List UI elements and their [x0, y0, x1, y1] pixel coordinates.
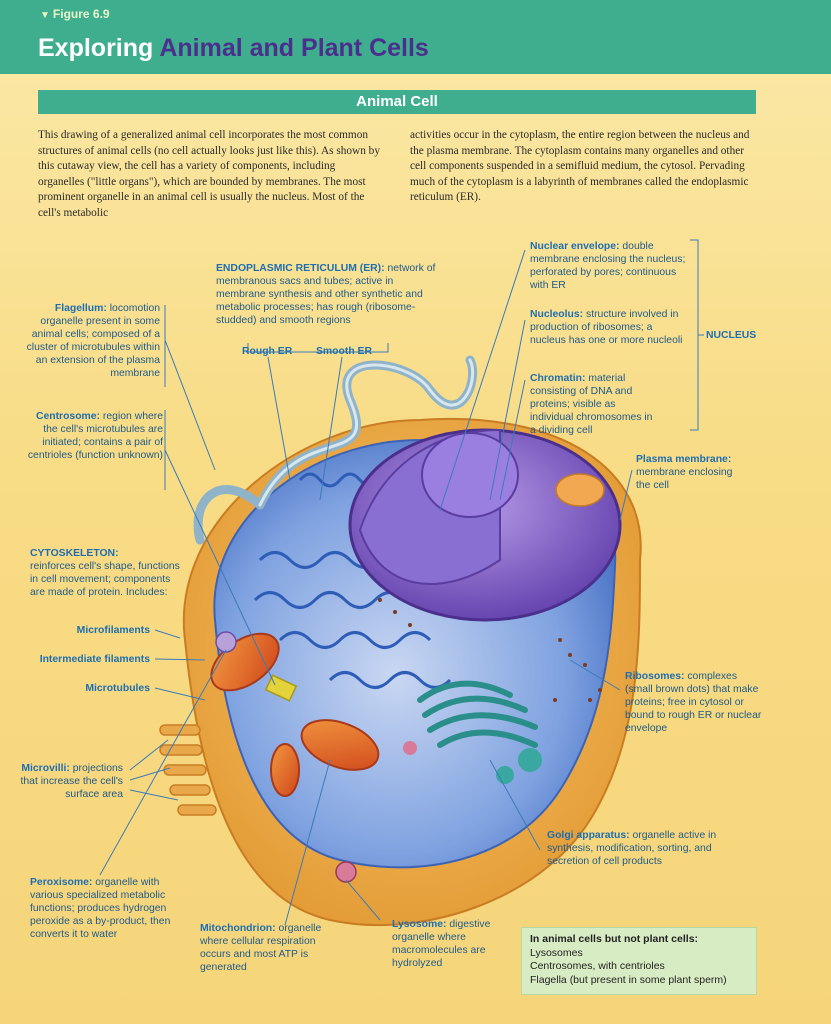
label-mitochondrion: Mitochondrion: organelle where cellular … [200, 922, 335, 974]
legend-title: In animal cells but not plant cells: [530, 933, 699, 945]
golgi-apparatus [417, 680, 538, 748]
lysosome-term: Lysosome: [392, 919, 447, 930]
microvilli-term: Microvilli: [21, 763, 70, 774]
figure-number: Figure 6.9 [52, 7, 110, 21]
mitochondrion [270, 743, 300, 797]
label-plasma-membrane: Plasma membrane: membrane enclosing the … [636, 453, 746, 492]
vesicle [555, 473, 605, 507]
lysosome-desc: digestive organelle where macromolecules… [392, 919, 491, 969]
nucleolus [421, 432, 519, 518]
centrosome-term: Centrosome: [35, 411, 101, 422]
plasma-membrane-term: Plasma membrane: [636, 454, 732, 465]
ribosomes-term: Ribosomes: [625, 671, 685, 682]
peroxisome-desc: organelle with various specialized metab… [30, 877, 171, 940]
title-accent: Animal and Plant Cells [159, 34, 429, 62]
nuclear-envelope-desc: double membrane enclosing the nucleus; p… [530, 241, 686, 291]
golgi-term: Golgi apparatus: [547, 830, 630, 841]
nucleolus-desc: structure involved in production of ribo… [530, 309, 683, 346]
mitochondrion-term: Mitochondrion: [200, 923, 276, 934]
legend-item: Centrosomes, with centrioles [530, 960, 665, 972]
lysosome [403, 741, 417, 755]
mitochondrion [300, 719, 380, 771]
label-nuclear-envelope: Nuclear envelope: double membrane enclos… [530, 240, 690, 292]
cytoskeleton-term: CYTOSKELETON: [30, 548, 119, 559]
label-lysosome: Lysosome: digestive organelle where macr… [392, 918, 507, 970]
microvilli-desc: projections that increase the cell's sur… [20, 763, 123, 800]
flagellum-desc: locomotion organelle present in some ani… [26, 303, 160, 379]
label-microtubules: Microtubules [85, 683, 150, 694]
label-centrosome: Centrosome: region where the cell's micr… [20, 410, 163, 462]
label-endoplasmic-reticulum: ENDOPLASMIC RETICULUM (ER): network of m… [216, 262, 436, 327]
plasma-membrane-desc: membrane enclosing the cell [636, 467, 733, 491]
centrosome-desc: region where the cell's microtubules are… [27, 411, 163, 461]
er-term: ENDOPLASMIC RETICULUM (ER): [216, 263, 385, 274]
legend-box: In animal cells but not plant cells: Lys… [521, 927, 757, 995]
label-intermediate-filaments: Intermediate filaments [39, 654, 150, 665]
chromatin-term: Chromatin: [530, 373, 586, 384]
label-nucleus: NUCLEUS [706, 330, 757, 341]
triangle-icon: ▼ [40, 10, 50, 21]
label-smooth-er: Smooth ER [316, 346, 372, 357]
label-golgi-apparatus: Golgi apparatus: organelle active in syn… [547, 829, 732, 868]
mitochondrion-desc: organelle where cellular respiration occ… [200, 923, 322, 973]
page-title: Exploring Animal and Plant Cells [38, 34, 429, 63]
intro-text-right: activities occur in the cytoplasm, the e… [410, 129, 750, 204]
label-cytoskeleton: CYTOSKELETON: reinforces cell's shape, fu… [30, 547, 185, 599]
peroxisome [215, 631, 237, 653]
flagellum-term: Flagellum: [54, 303, 107, 314]
lysosome [335, 861, 357, 883]
nucleolus-term: Nucleolus: [530, 309, 584, 320]
golgi-desc: organelle active in synthesis, modificat… [547, 830, 717, 867]
ribosomes-desc: complexes (small brown dots) that make p… [625, 671, 762, 734]
ribosomes [378, 598, 602, 702]
section-title: Animal Cell [38, 90, 756, 114]
leader-lines [99, 239, 704, 926]
intro-text-left: This drawing of a generalized animal cel… [38, 129, 380, 219]
figure-label: ▼Figure 6.9 [40, 7, 110, 21]
cytoskeleton-desc: reinforces cell's shape, functions in ce… [30, 561, 180, 598]
label-microvilli: Microvilli: projections that increase th… [20, 762, 123, 801]
label-chromatin: Chromatin: material consisting of DNA an… [530, 372, 655, 437]
label-ribosomes: Ribosomes: complexes (small brown dots) … [625, 670, 765, 735]
peroxisome-term: Peroxisome: [30, 877, 93, 888]
nuclear-envelope-term: Nuclear envelope: [530, 241, 620, 252]
legend-item: Lysosomes [530, 946, 583, 959]
label-peroxisome: Peroxisome: organelle with various speci… [30, 876, 178, 941]
label-microfilaments: Microfilaments [76, 625, 150, 636]
endoplasmic-reticulum [253, 472, 452, 689]
title-exploring: Exploring [38, 34, 154, 62]
label-nucleolus: Nucleolus: structure involved in product… [530, 308, 690, 347]
label-flagellum: Flagellum: locomotion organelle present … [20, 302, 160, 380]
microvilli [159, 724, 217, 816]
label-rough-er: Rough ER [242, 346, 293, 357]
figure-header: ▼Figure 6.9 Exploring Animal and Plant C… [0, 0, 831, 74]
legend-item: Flagella (but present in some plant sper… [530, 973, 727, 986]
chromatin-desc: material consisting of DNA and proteins;… [530, 373, 653, 436]
er-desc: network of membranous sacs and tubes; ac… [216, 263, 436, 326]
golgi-vesicle [518, 748, 542, 772]
